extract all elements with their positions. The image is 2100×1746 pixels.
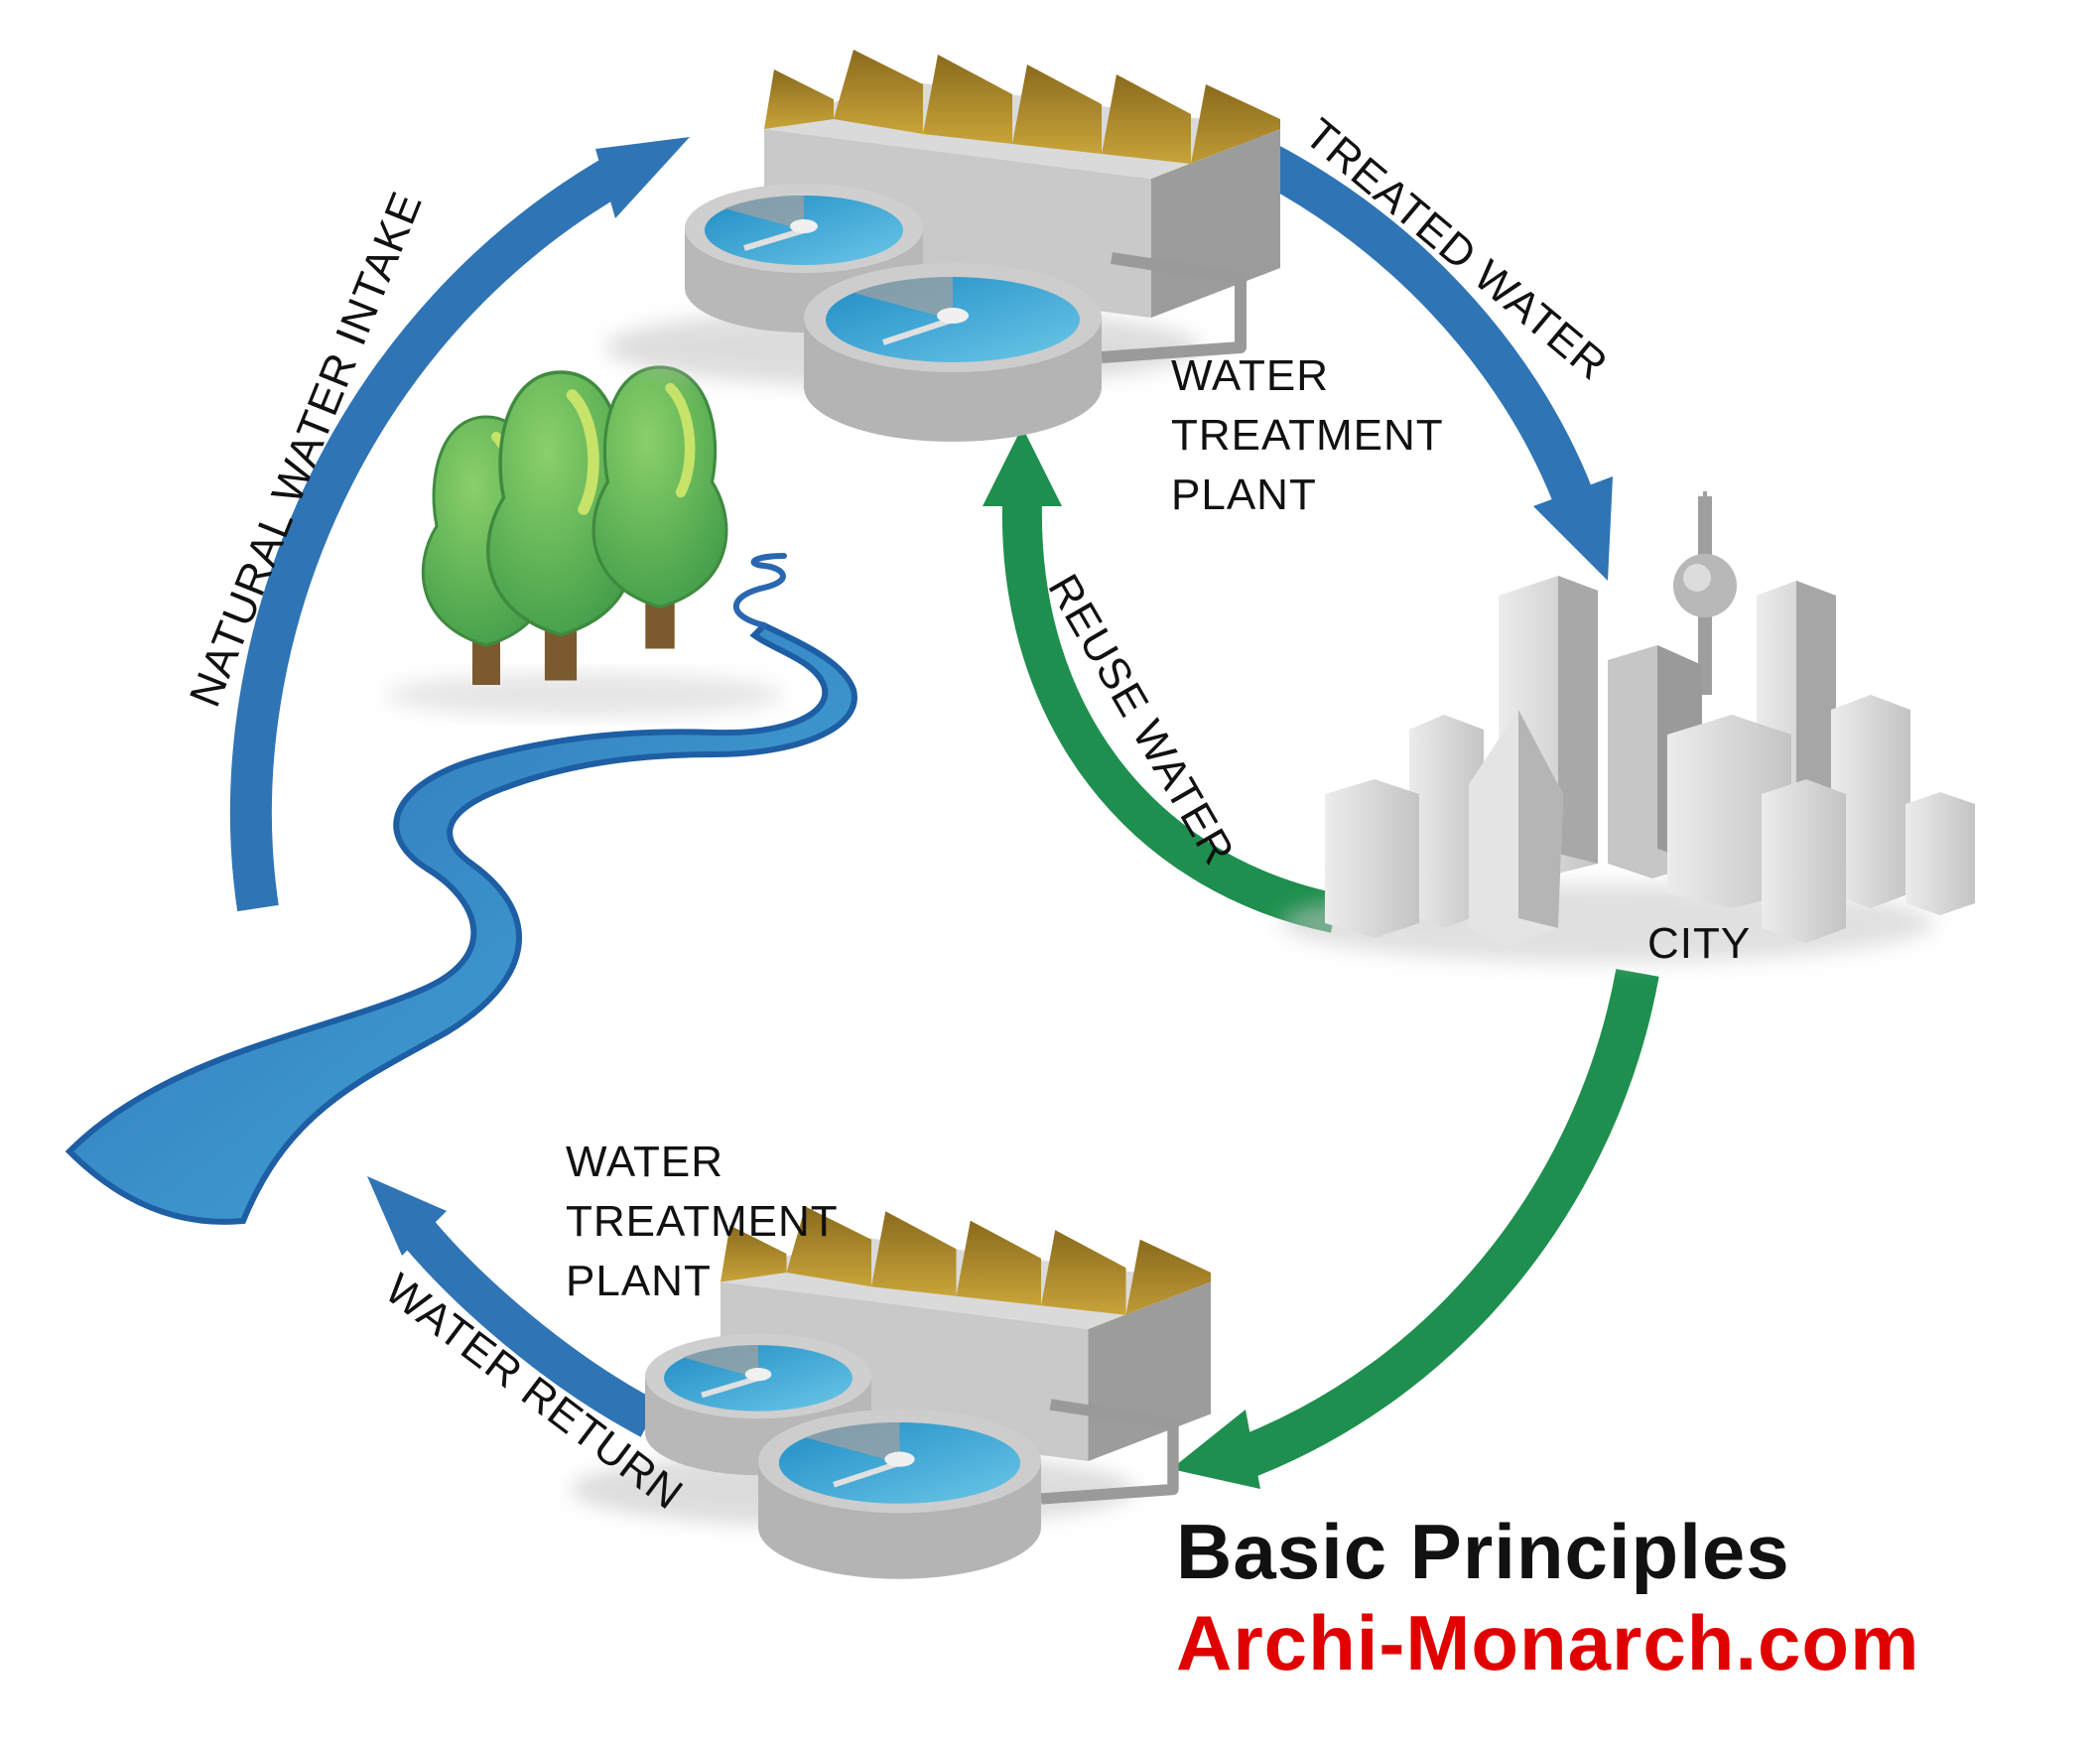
natural-intake-arrow <box>229 137 690 912</box>
footer-url: Archi-Monarch.com <box>1176 1599 1919 1686</box>
treated-water-label: TREATED WATER <box>1296 109 1618 390</box>
top-plant-label-line3: PLANT <box>1171 470 1317 519</box>
river-icon <box>65 553 857 1225</box>
bottom-plant-label-line2: TREATMENT <box>566 1197 839 1246</box>
tree-icon <box>387 367 784 717</box>
city-icon <box>1280 491 1975 963</box>
city-label: CITY <box>1647 919 1751 968</box>
bottom-plant-label-line1: WATER <box>566 1138 723 1186</box>
top-plant-label-line1: WATER <box>1171 351 1329 400</box>
water-return-arrow <box>367 1176 660 1437</box>
treated-water-arrow <box>1227 127 1613 581</box>
top-plant-label-line2: TREATMENT <box>1171 411 1444 460</box>
bottom-plant-label-line3: PLANT <box>566 1257 712 1305</box>
city-outflow-arrow <box>1171 969 1659 1489</box>
reuse-water-arrow <box>983 427 1340 933</box>
natural-water-intake-label: NATURAL WATER INTAKE <box>181 185 432 714</box>
footer-title: Basic Principles <box>1176 1508 1790 1595</box>
